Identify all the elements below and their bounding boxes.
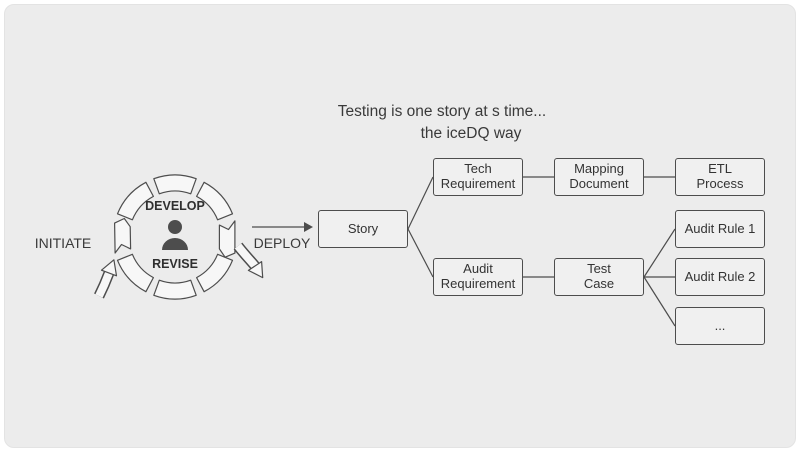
initiate-arrow-icon	[94, 259, 118, 299]
audit-rule-1-box: Audit Rule 1	[675, 210, 765, 248]
connector-lines	[407, 176, 676, 327]
audit-rule-2-box: Audit Rule 2	[675, 258, 765, 296]
cycle-deploy-label: DEPLOY	[254, 235, 311, 251]
audit-requirement-box: Audit Requirement	[433, 258, 523, 296]
deploy-arrow-icon	[233, 242, 264, 279]
diagram-title-line2: the iceDQ way	[420, 125, 522, 142]
diagram-title-line1: Testing is one story at s time...	[337, 103, 547, 120]
person-icon	[162, 220, 188, 250]
test-case-box: Test Case	[554, 258, 644, 296]
cycle-chevron-down-icon	[218, 220, 236, 258]
mapping-document-box: Mapping Document	[554, 158, 644, 196]
flow-arrow-icon	[252, 222, 313, 232]
tech-requirement-box: Tech Requirement	[433, 158, 523, 196]
cycle-ring	[114, 174, 236, 300]
cycle-chevron-up-icon	[114, 217, 132, 254]
etl-process-box: ETL Process	[675, 158, 765, 196]
cycle-initiate-label: INITIATE	[35, 235, 92, 251]
more-rules-box: ...	[675, 307, 765, 345]
cycle-revise-label: REVISE	[152, 257, 198, 271]
story-box: Story	[318, 210, 408, 248]
cycle-develop-label: DEVELOP	[145, 199, 205, 213]
